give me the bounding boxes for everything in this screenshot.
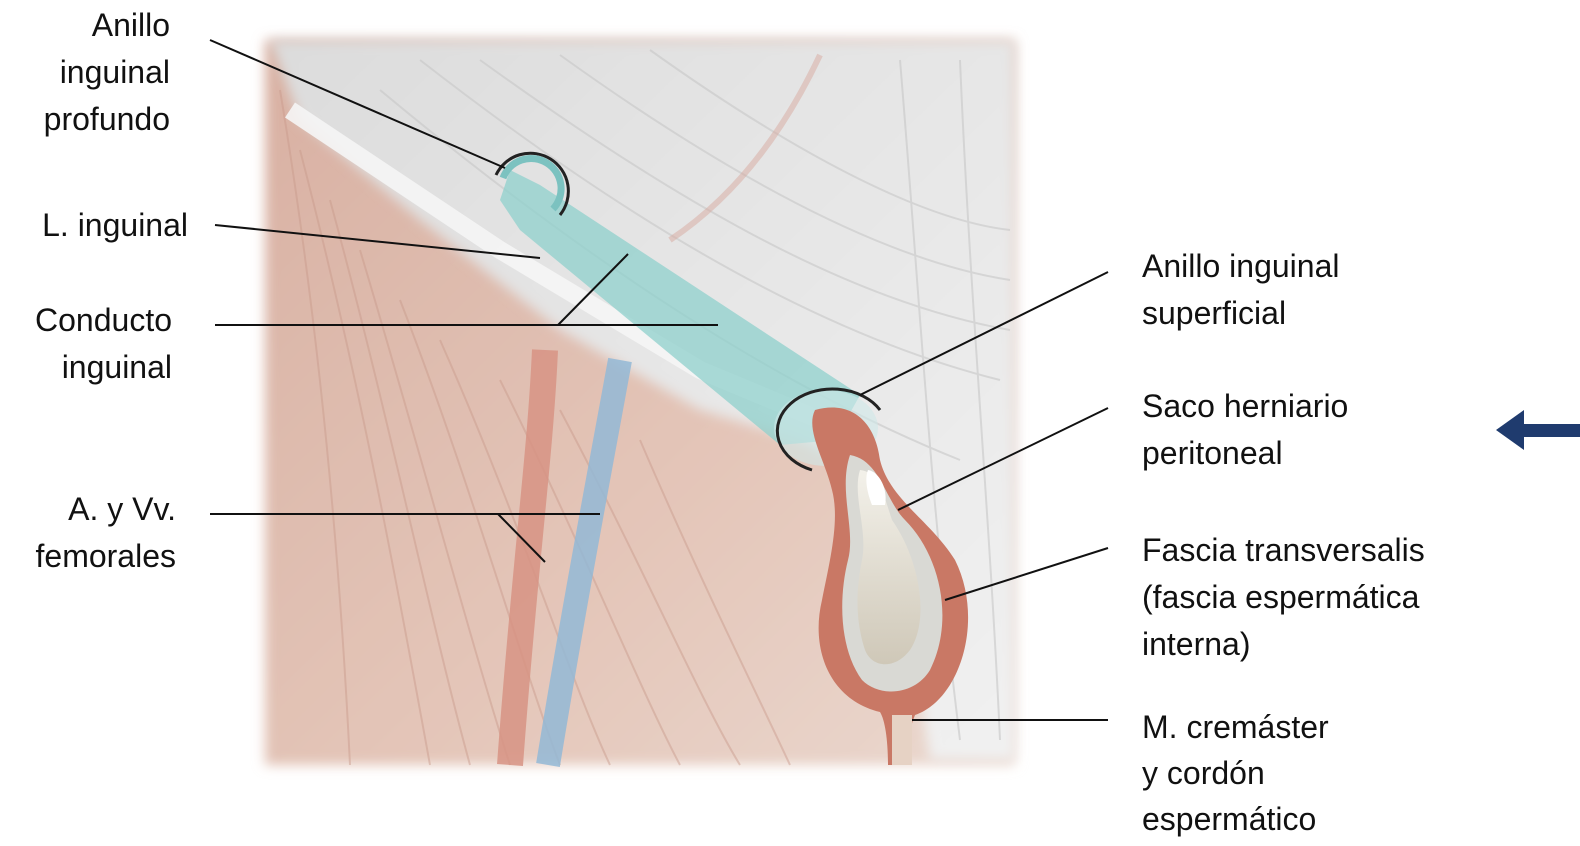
label-cremaster-cordon: M. cremáster y cordón espermático bbox=[1142, 704, 1442, 842]
arrow-left-icon[interactable] bbox=[1496, 410, 1580, 450]
label-arteria-venas-femorales: A. y Vv. femorales bbox=[0, 486, 176, 580]
label-fascia-transversalis: Fascia transversalis (fascia espermática… bbox=[1142, 527, 1482, 668]
label-ligamento-inguinal: L. inguinal bbox=[0, 202, 188, 249]
label-anillo-inguinal-superficial: Anillo inguinal superficial bbox=[1142, 243, 1442, 337]
label-anillo-inguinal-profundo: Anillo inguinal profundo bbox=[0, 2, 170, 143]
label-saco-herniario: Saco herniario peritoneal bbox=[1142, 383, 1442, 477]
label-conducto-inguinal: Conducto inguinal bbox=[0, 297, 172, 391]
anatomy-illustration bbox=[265, 40, 1015, 765]
